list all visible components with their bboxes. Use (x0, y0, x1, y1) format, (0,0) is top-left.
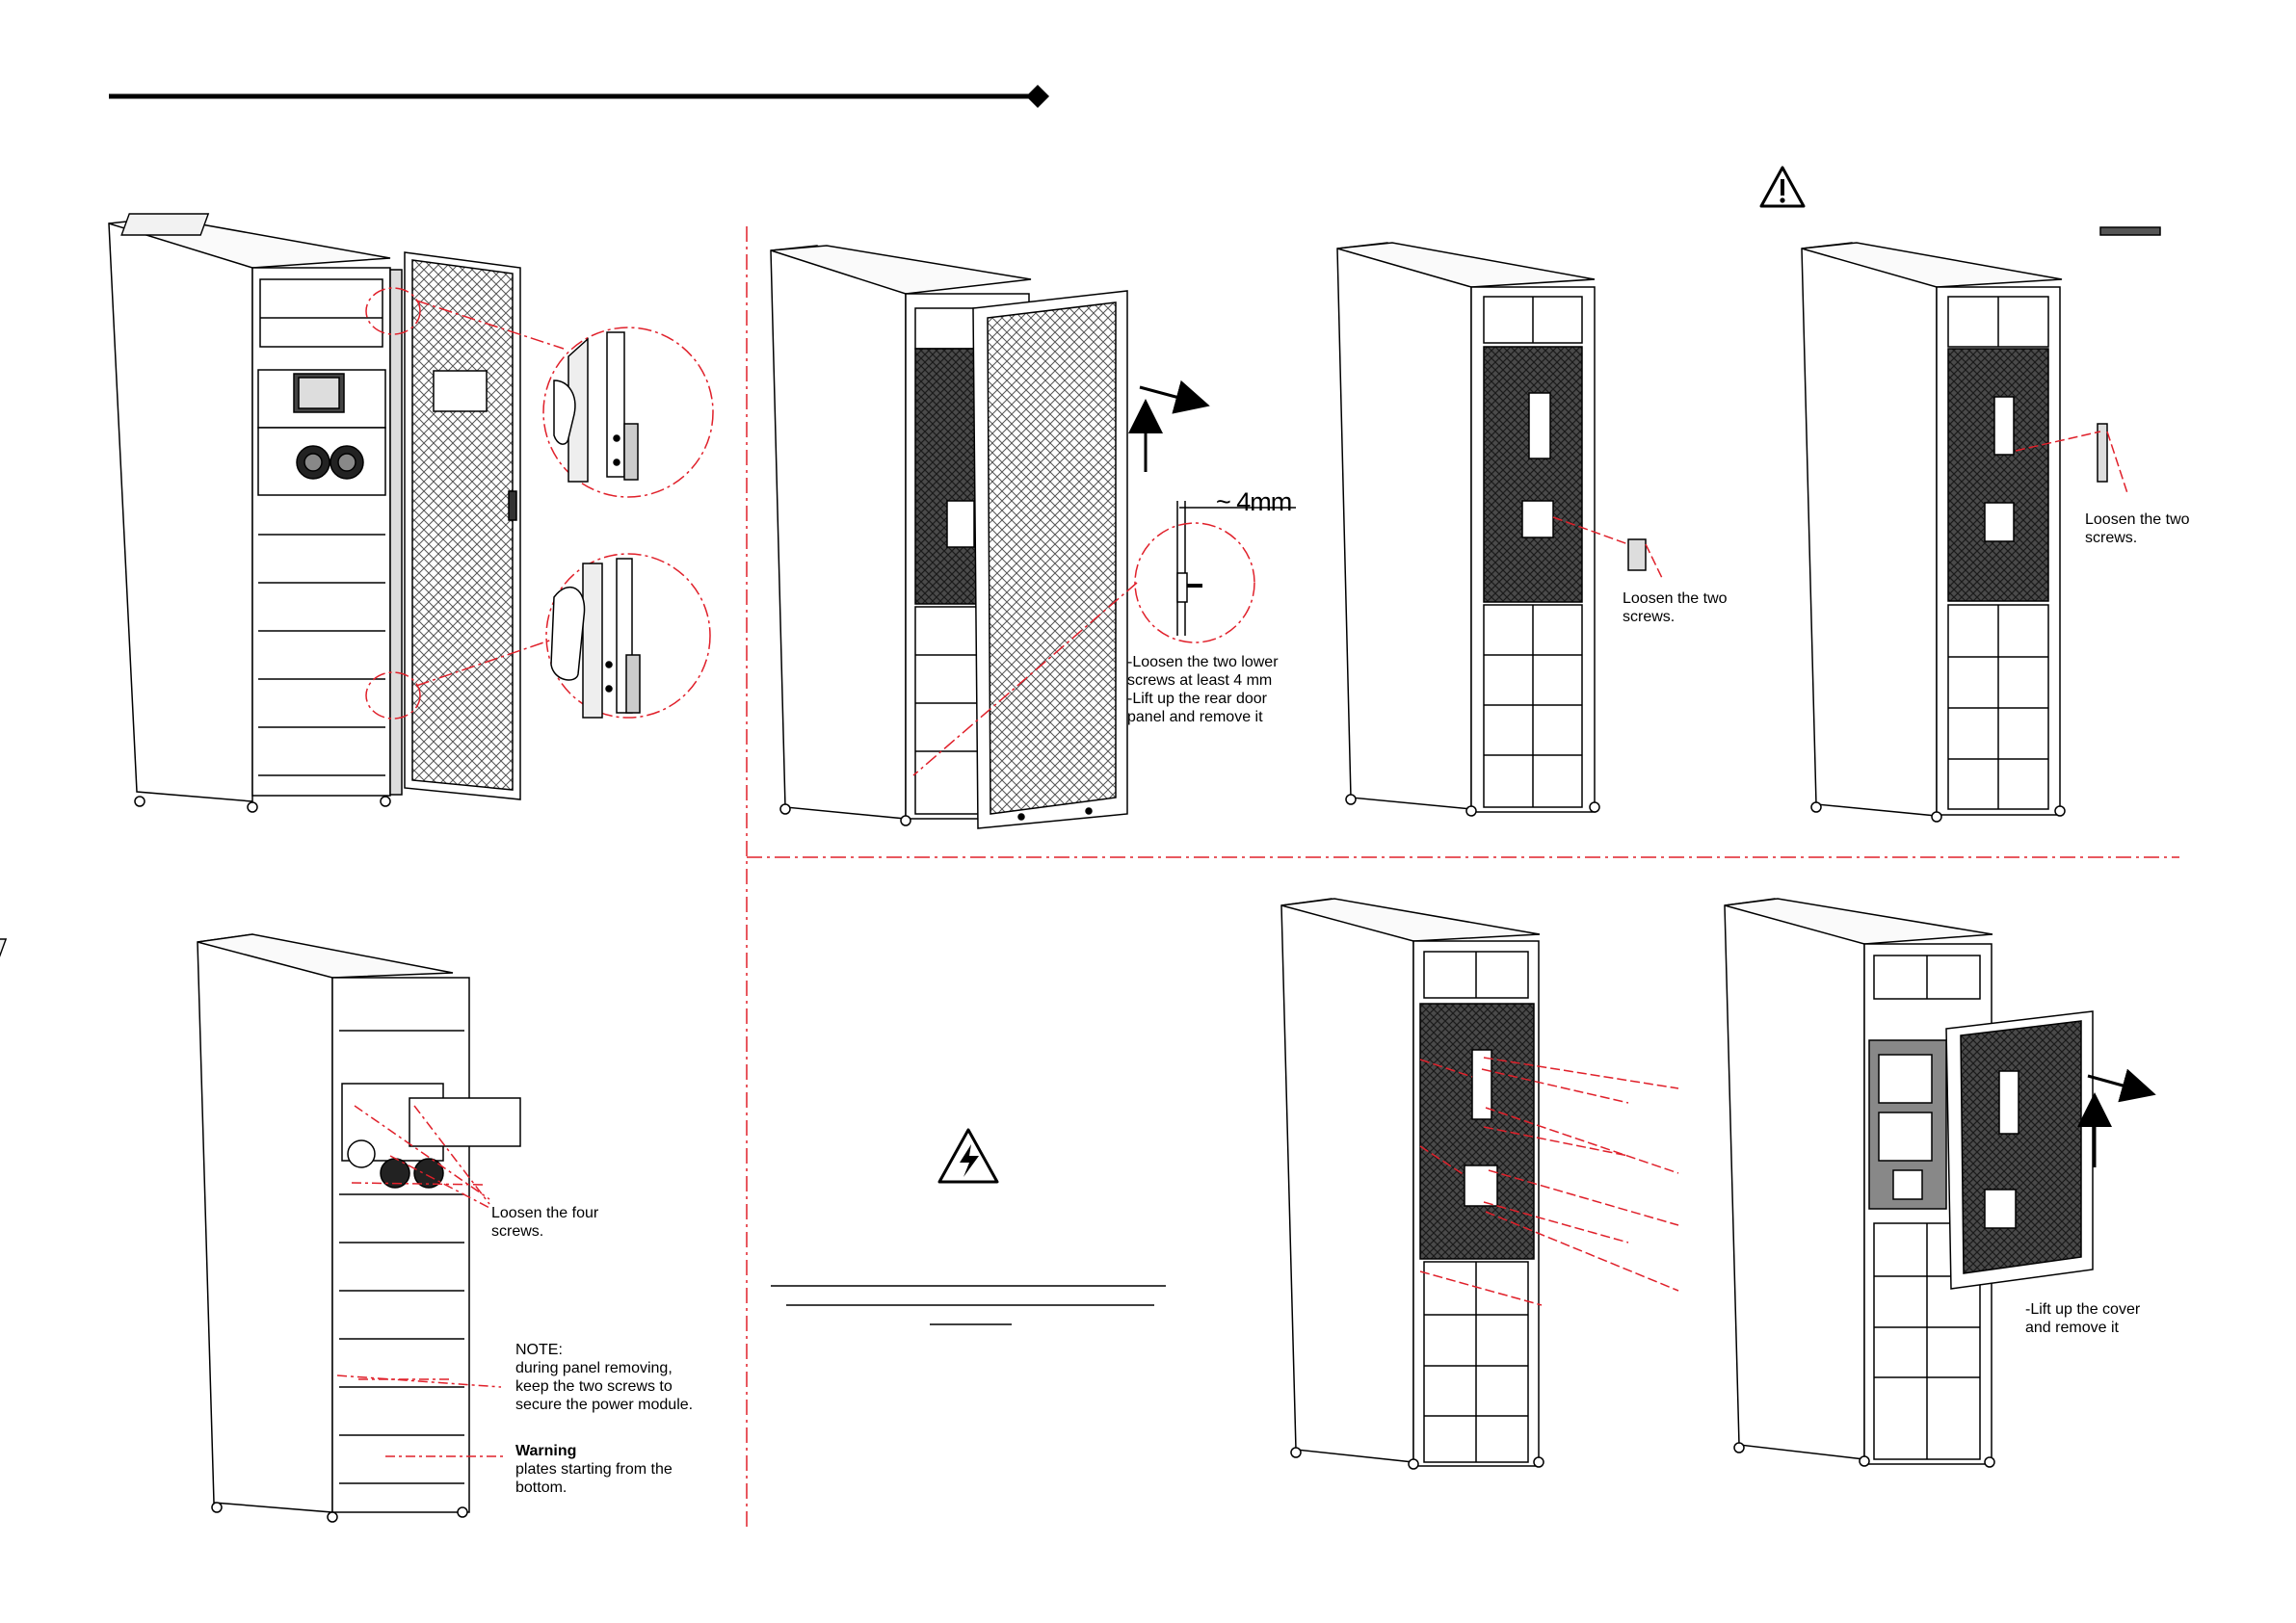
label-warning-title: Warning (515, 1443, 577, 1459)
slide-arrow (1139, 380, 1210, 414)
screw-leaders-c (336, 1105, 506, 1457)
exclamation-triangle-icon (1759, 166, 1806, 208)
header-rule (109, 85, 1049, 108)
screw-leaders-b (2015, 431, 2128, 494)
label-lift-cover: -Lift up the cover and remove it (2025, 1301, 2141, 1336)
hinge-detail-top (553, 331, 639, 483)
cabinet-front-open-door (108, 213, 521, 813)
cabinet-cover-screws (1280, 898, 1544, 1470)
label-note: NOTE: during panel removing, keep the tw… (515, 1342, 694, 1413)
slide-arrow-2 (2087, 1068, 2156, 1103)
lightning-triangle-icon (937, 1128, 999, 1184)
hinge-detail-bottom (550, 558, 641, 719)
gap-detail (1176, 501, 1296, 636)
label-loosen-four-screws: Loosen the four screws. (491, 1205, 599, 1240)
cabinet-rear-open (1336, 242, 1647, 817)
screw-leaders-a (1552, 516, 1663, 579)
cabinet-cover-removal (1724, 898, 2094, 1468)
section-dividers (746, 226, 2179, 1527)
cabinet-rear-door-removal (770, 245, 1128, 829)
label-loosen-two-screws-a: Loosen the two screws. (1623, 590, 1728, 625)
label-loosen-two-screws-b: Loosen the two screws. (2085, 511, 2190, 546)
cabinet-rear-plate-removed (1801, 226, 2161, 823)
hinge-callouts (365, 287, 714, 720)
label-warning-body: plates starting from the bottom. (515, 1461, 673, 1496)
text-underlines (771, 1285, 1166, 1325)
label-gap-4mm: ~ 4mm (1216, 487, 1292, 516)
screw-leaders-d (1419, 1057, 1679, 1306)
label-loosen-lower-screws: -Loosen the two lower screws at least 4 … (1127, 654, 1279, 725)
cabinet-front-plate-removal (0, 933, 521, 1523)
gap-callout (912, 522, 1255, 776)
